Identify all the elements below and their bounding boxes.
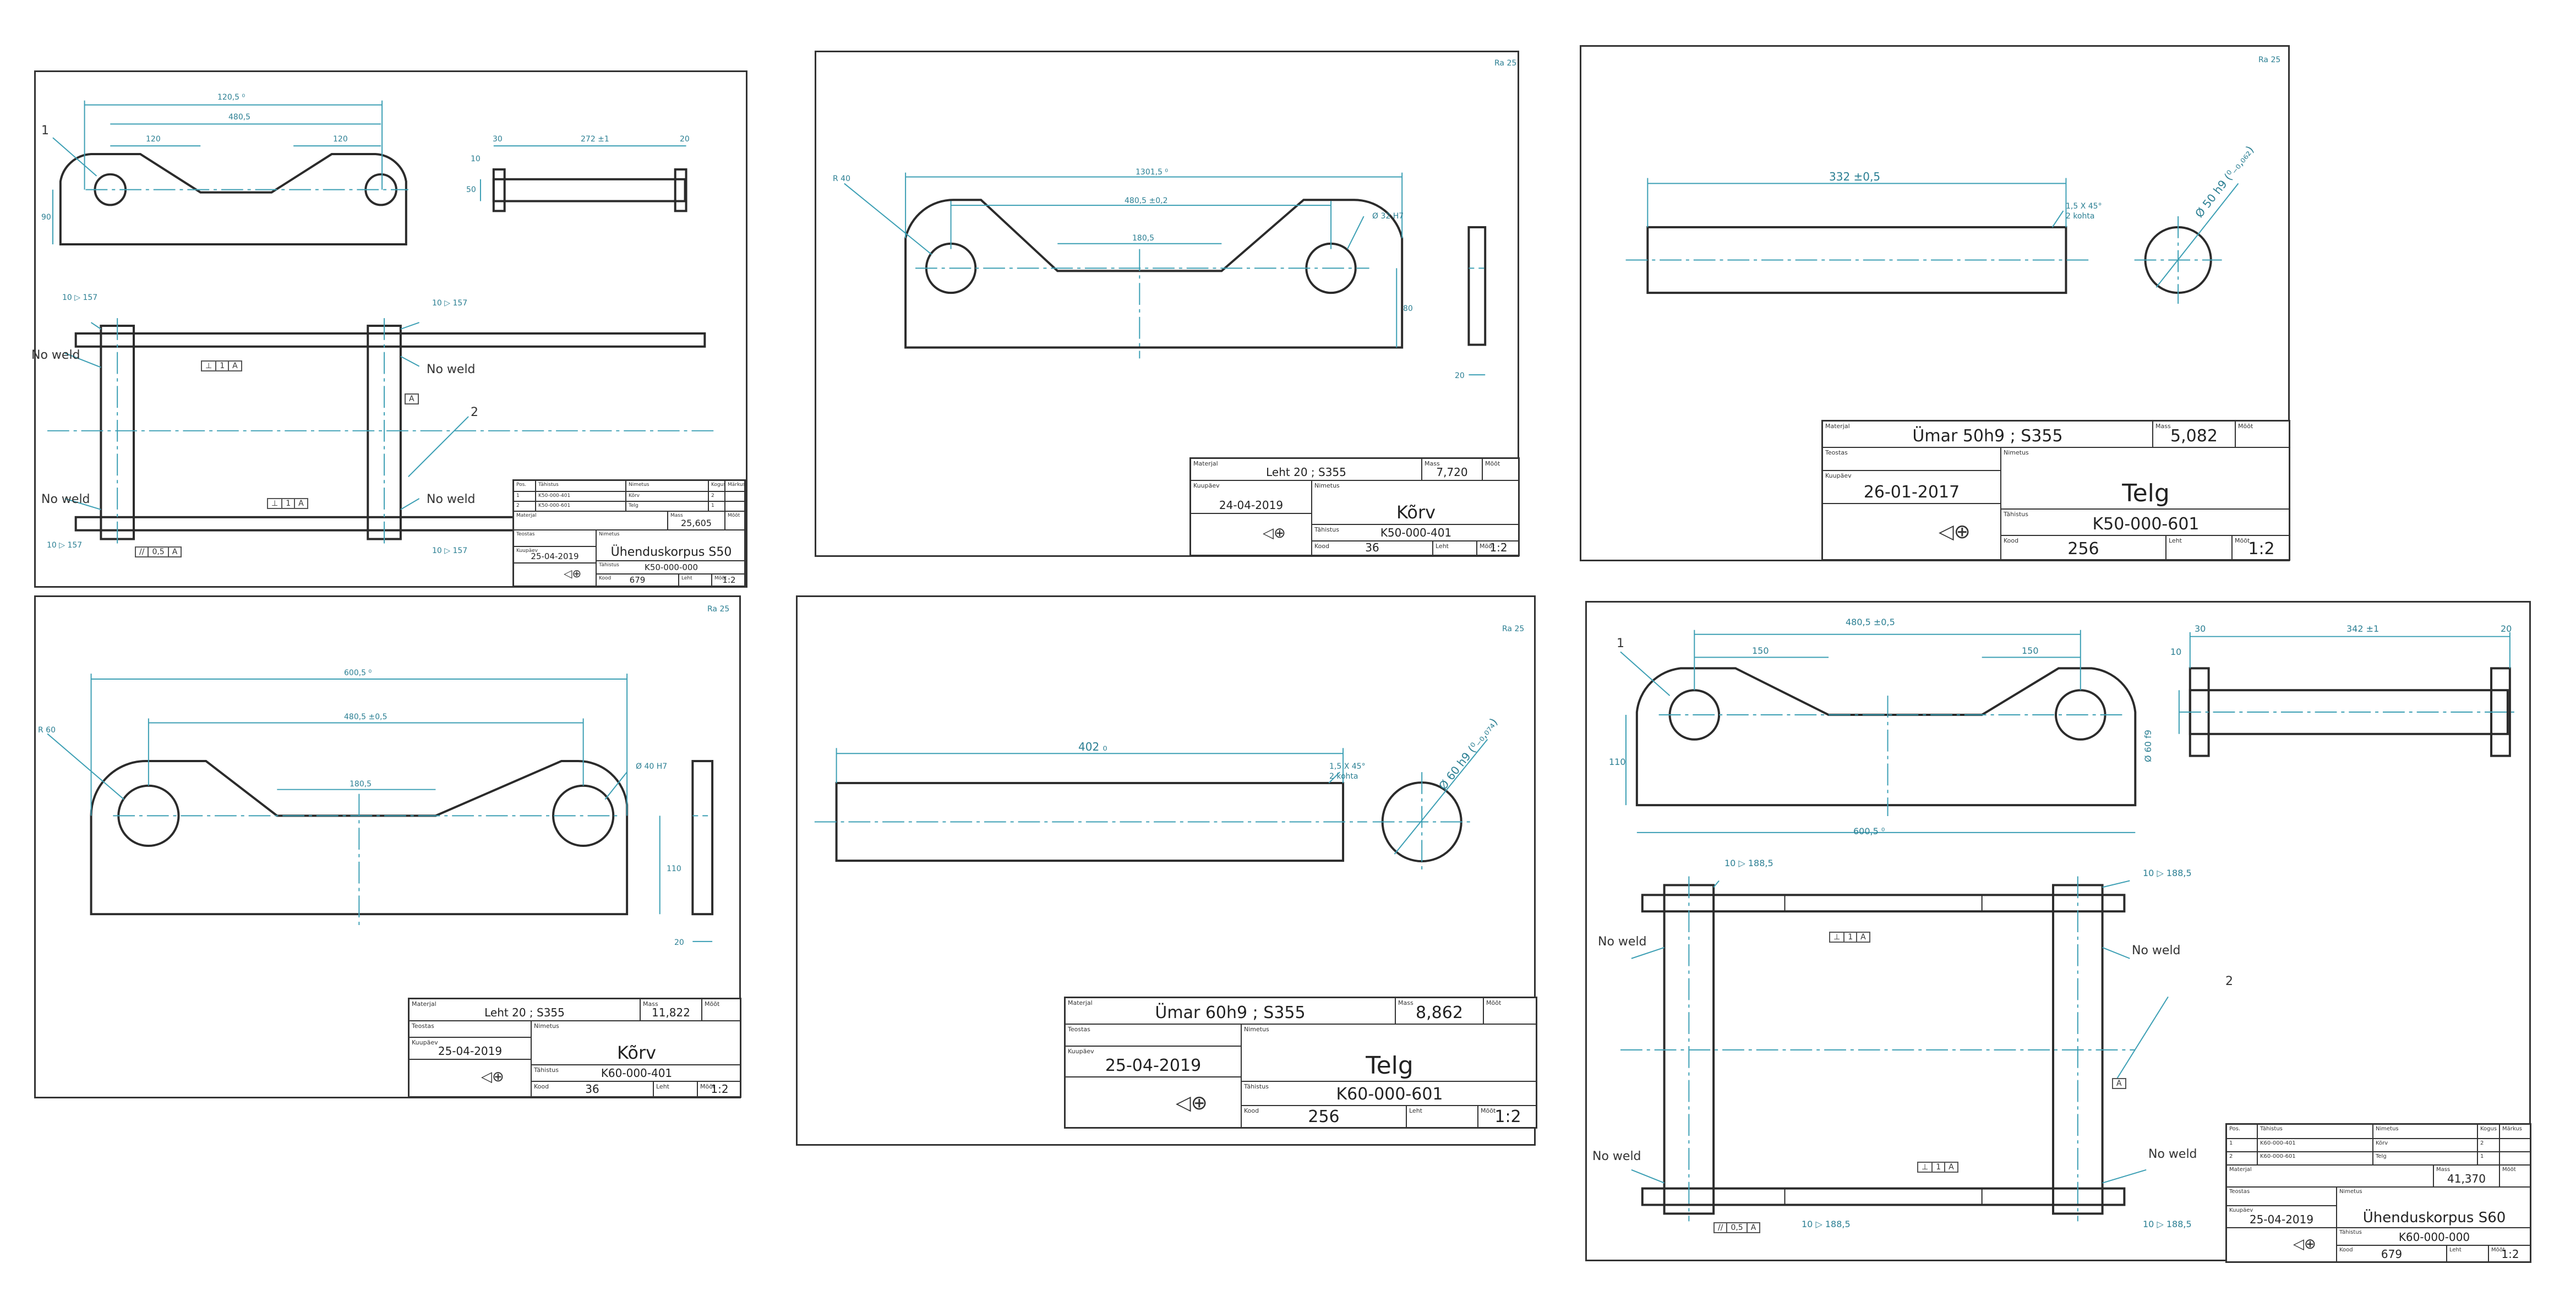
dim-height: 110 — [1609, 757, 1626, 767]
dim-chamfer-note: 2 kohta — [2066, 212, 2095, 221]
dim-hole-dia: Ø 32 H7 — [1372, 212, 1404, 221]
dim-right-run: 120 — [333, 135, 348, 144]
no-weld-note: No weld — [31, 348, 80, 362]
datum-a-marker: A — [405, 393, 419, 404]
no-weld-note: No weld — [41, 493, 90, 506]
roughness-symbol: Ra 25 — [1494, 59, 1517, 68]
dim-total-length: 1301,5 ⁰ — [1136, 168, 1169, 177]
projection-symbol: ◁⊕ — [564, 567, 582, 580]
s50-assembly-drawing — [47, 100, 715, 548]
dim-hole-spacing: 480,5 ±0,5 — [344, 713, 388, 721]
dim-corner-radius: R 40 — [833, 174, 850, 183]
dim-flange-left: 30 — [493, 135, 503, 144]
projection-symbol: ◁⊕ — [481, 1069, 504, 1085]
no-weld-note: No weld — [427, 493, 476, 506]
weld-symbol: 10 ▷ 188,5 — [1802, 1219, 1851, 1229]
dim-hole-spacing: 480,5 — [228, 113, 251, 122]
weld-symbol: 10 ▷ 157 — [432, 299, 468, 308]
roughness-symbol: Ra 25 — [707, 605, 730, 614]
dim-length: 402 ₀ — [1078, 740, 1107, 753]
s60-assembly-drawing — [1620, 630, 2519, 1222]
dim-mid-flat: 180,5 — [350, 780, 372, 789]
dim-shaft-dia: Ø 60 f9 — [2143, 730, 2153, 762]
dim-chamfer: 1,5 X 45° — [1329, 762, 1366, 771]
dim-total-length: 120,5 ⁰ — [217, 93, 245, 102]
dim-height: 110 — [667, 865, 681, 873]
no-weld-note: No weld — [2132, 944, 2181, 958]
title-block: Pos. Tähistus Nimetus Kogus Märkus 1 K50… — [512, 479, 746, 587]
no-weld-note: No weld — [427, 363, 476, 376]
dim-flange-right: 20 — [680, 135, 690, 144]
roughness-symbol: Ra 25 — [1502, 625, 1525, 633]
title-block: Pos. Tähistus Nimetus Kogus Märkus 1 K60… — [2225, 1123, 2531, 1263]
dim-length: 332 ±0,5 — [1829, 170, 1881, 183]
drawing-sheet-k60-601: Ra 25 402 ₀ 1,5 X 45° 2 kohta Ø 60 h9 (⁰… — [796, 595, 1537, 1146]
dim-hole-spacing: 480,5 ±0,2 — [1125, 196, 1168, 205]
balloon-2: 2 — [2225, 975, 2233, 988]
k50-axle-drawing — [1625, 178, 2239, 304]
weld-symbol: 10 ▷ 188,5 — [2143, 1219, 2192, 1229]
projection-symbol: ◁⊕ — [1263, 525, 1286, 541]
balloon-1: 1 — [1617, 637, 1624, 650]
dim-plate-thk: 20 — [674, 938, 684, 947]
drawing-sheet-s50-assembly: 120,5 ⁰ 480,5 120 120 90 272 ±1 30 20 10… — [31, 70, 747, 588]
dim-flange-thk: 10 — [2170, 647, 2182, 657]
datum-a-marker: A — [2112, 1078, 2126, 1089]
dim-left-run: 120 — [146, 135, 161, 144]
projection-symbol: ◁⊕ — [1176, 1092, 1208, 1114]
no-weld-note: No weld — [1598, 935, 1647, 949]
k60-lug-drawing — [47, 674, 714, 942]
dim-chamfer: 1,5 X 45° — [2066, 202, 2102, 211]
weld-symbol: 10 ▷ 188,5 — [1724, 858, 1773, 868]
dim-height: 90 — [41, 213, 51, 222]
weld-symbol: 10 ▷ 157 — [47, 541, 83, 550]
projection-symbol: ◁⊕ — [1939, 521, 1971, 543]
drawing-sheet-k60-401: Ra 25 600,5 ⁰ 480,5 ±0,5 180,5 110 20 Ø … — [34, 595, 741, 1098]
dim-plate-thk: 20 — [1455, 371, 1465, 380]
weld-symbol: 10 ▷ 188,5 — [2143, 868, 2192, 878]
dim-left-run: 150 — [1752, 645, 1769, 656]
dim-total-length: 600,5 ⁰ — [344, 669, 372, 677]
dim-height: 80 — [1403, 304, 1413, 313]
dim-mid-flat: 180,5 — [1132, 234, 1155, 243]
dim-shaft-dia: 50 — [466, 185, 476, 194]
no-weld-note: No weld — [2148, 1147, 2197, 1161]
dim-total-length: 600,5 ⁰ — [1853, 826, 1885, 836]
dim-flange-left: 30 — [2195, 623, 2206, 634]
dim-flange-right: 20 — [2501, 623, 2512, 634]
dim-corner-radius: R 60 — [38, 726, 56, 735]
balloon-2: 2 — [471, 406, 478, 419]
k50-lug-drawing — [844, 172, 1487, 376]
k60-axle-drawing — [814, 738, 1488, 871]
dim-axle-length: 342 ±1 — [2346, 623, 2379, 634]
roughness-symbol: Ra 25 — [2258, 56, 2281, 64]
dim-axle-length: 272 ±1 — [581, 135, 609, 144]
drawing-sheet-k50-401: Ra 25 1301,5 ⁰ 480,5 ±0,2 180,5 80 20 Ø … — [815, 51, 1520, 557]
drawing-sheet-k50-601: Ra 25 332 ±0,5 1,5 X 45° 2 kohta Ø 50 h9… — [1580, 45, 2290, 561]
dim-chamfer-note: 2 kohta — [1329, 772, 1358, 781]
no-weld-note: No weld — [1592, 1150, 1641, 1163]
weld-symbol: 10 ▷ 157 — [62, 293, 98, 302]
balloon-1: 1 — [41, 124, 49, 138]
projection-symbol: ◁⊕ — [2293, 1236, 2316, 1252]
dim-hole-dia: Ø 40 H7 — [636, 762, 668, 771]
dim-flange-thk: 10 — [471, 155, 481, 163]
dim-hole-spacing: 480,5 ±0,5 — [1846, 617, 1895, 627]
drawing-sheet-s60-assembly: 600,5 ⁰ 480,5 ±0,5 150 150 110 342 ±1 30… — [1585, 601, 2531, 1263]
dim-right-run: 150 — [2022, 645, 2039, 656]
weld-symbol: 10 ▷ 157 — [432, 546, 468, 555]
